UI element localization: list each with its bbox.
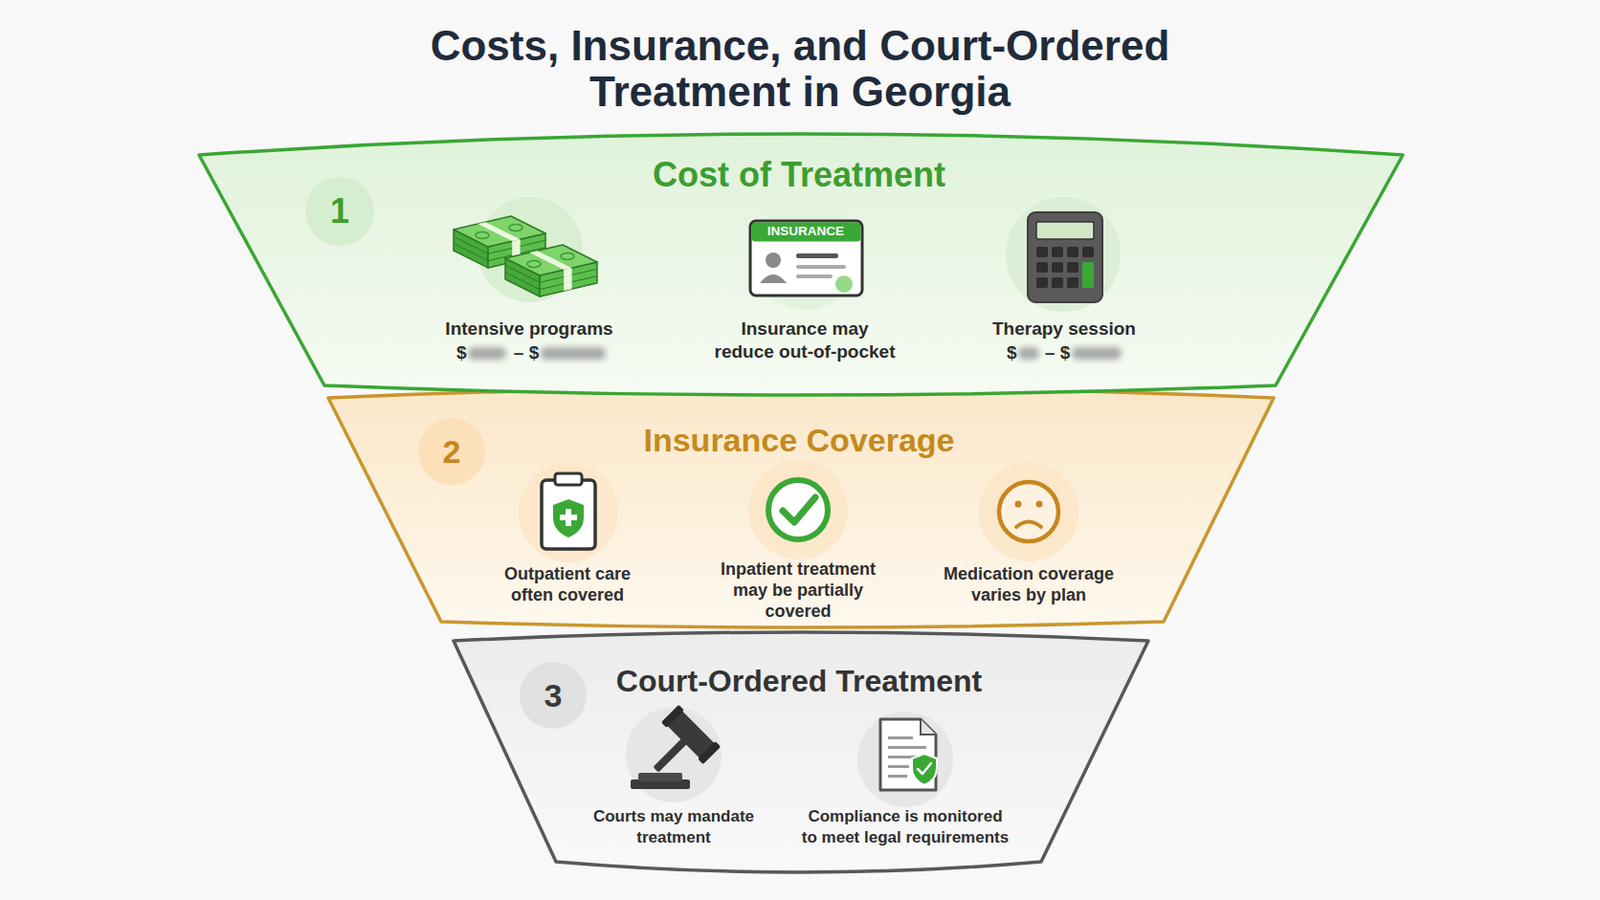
step-number-text: 3	[544, 679, 563, 712]
step-number-text: 1	[330, 194, 350, 229]
band-heading: Cost of Treatment	[578, 154, 1020, 196]
band-outline	[444, 622, 1158, 881]
item-label: Outpatient care often covered	[495, 563, 640, 606]
funnel-band: Court-Ordered TreatmentCourts may mandat…	[444, 622, 1158, 881]
funnel-band: Insurance CoverageOutpatient care often …	[320, 375, 1283, 632]
diagram-title: Costs, Insurance, and Court-Ordered Trea…	[417, 22, 1183, 115]
step-number: 2	[418, 418, 486, 486]
item-label: Compliance is monitored to meet legal re…	[800, 806, 1011, 849]
band-heading: Court-Ordered Treatment	[578, 663, 1020, 700]
price-range: $ – $	[1006, 341, 1124, 365]
band-heading: Insurance Coverage	[598, 421, 1000, 461]
item-label: Insurance may reduce out-of-pocket	[711, 317, 899, 364]
funnel-band: Cost of TreatmentIntensive programs$ – $…	[191, 122, 1412, 402]
item-label: Medication coverage varies by plan	[937, 563, 1120, 606]
step-number-text: 2	[443, 435, 462, 468]
band-shape	[199, 133, 1403, 396]
item-label: Courts may mandate treatment	[577, 806, 770, 849]
item-label: Intensive programs	[419, 317, 640, 341]
band-shape	[328, 387, 1274, 628]
step-number: 3	[519, 662, 587, 730]
item-label: Inpatient treatment may be partially cov…	[711, 558, 885, 623]
item-label: Therapy session	[954, 317, 1175, 341]
price-range: $ – $	[456, 341, 608, 365]
card-label: INSURANCE	[748, 223, 864, 240]
band-shape	[453, 632, 1149, 873]
step-number: 1	[305, 177, 375, 246]
